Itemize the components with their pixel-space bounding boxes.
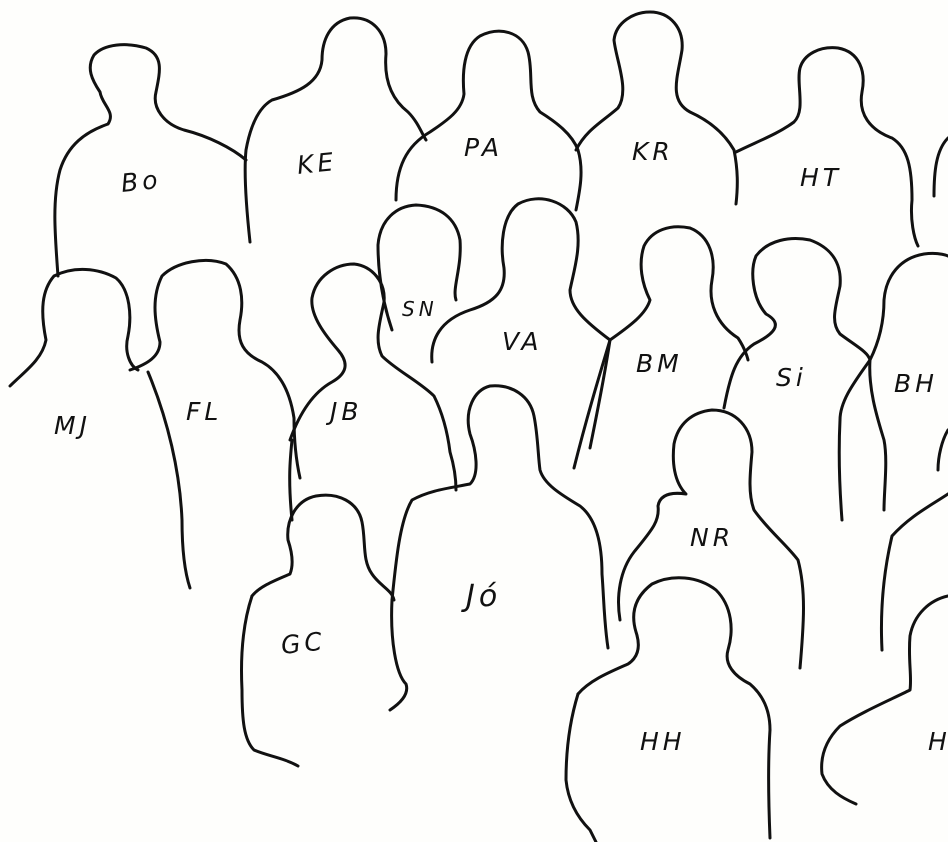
- silhouette-bo: [55, 45, 246, 276]
- label-ht: HT: [800, 163, 842, 192]
- silhouette-kr: [576, 12, 737, 204]
- label-si: Si: [776, 363, 807, 392]
- label-pa: PA: [464, 133, 503, 162]
- silhouette-mj: [10, 269, 138, 386]
- label-ke: KE: [296, 147, 339, 180]
- silhouette-ht: [736, 48, 918, 246]
- label-sn: SN: [402, 297, 438, 321]
- silhouette-edge-mid-right: [881, 430, 948, 650]
- label-kr: KR: [632, 137, 674, 166]
- label-bh: BH: [894, 369, 938, 398]
- label-mj: MJ: [54, 411, 91, 440]
- label-bo: Bo: [120, 165, 163, 198]
- silhouette-bm: [574, 227, 748, 468]
- label-h-partial: H: [928, 727, 948, 756]
- label-va: VA: [502, 327, 543, 356]
- silhouette-hh: [566, 578, 770, 842]
- label-bm: BM: [636, 349, 683, 378]
- label-fl: FL: [186, 397, 222, 426]
- silhouette-edge-top-right: [934, 138, 948, 196]
- label-jb: JB: [325, 397, 363, 426]
- label-nr: NR: [690, 523, 734, 552]
- label-jo: Jó: [461, 579, 501, 614]
- silhouette-h-partial: [822, 596, 948, 804]
- label-hh: HH: [640, 727, 686, 756]
- label-gc: GC: [280, 626, 328, 660]
- silhouette-jo: [390, 386, 608, 710]
- silhouette-pa: [396, 31, 581, 210]
